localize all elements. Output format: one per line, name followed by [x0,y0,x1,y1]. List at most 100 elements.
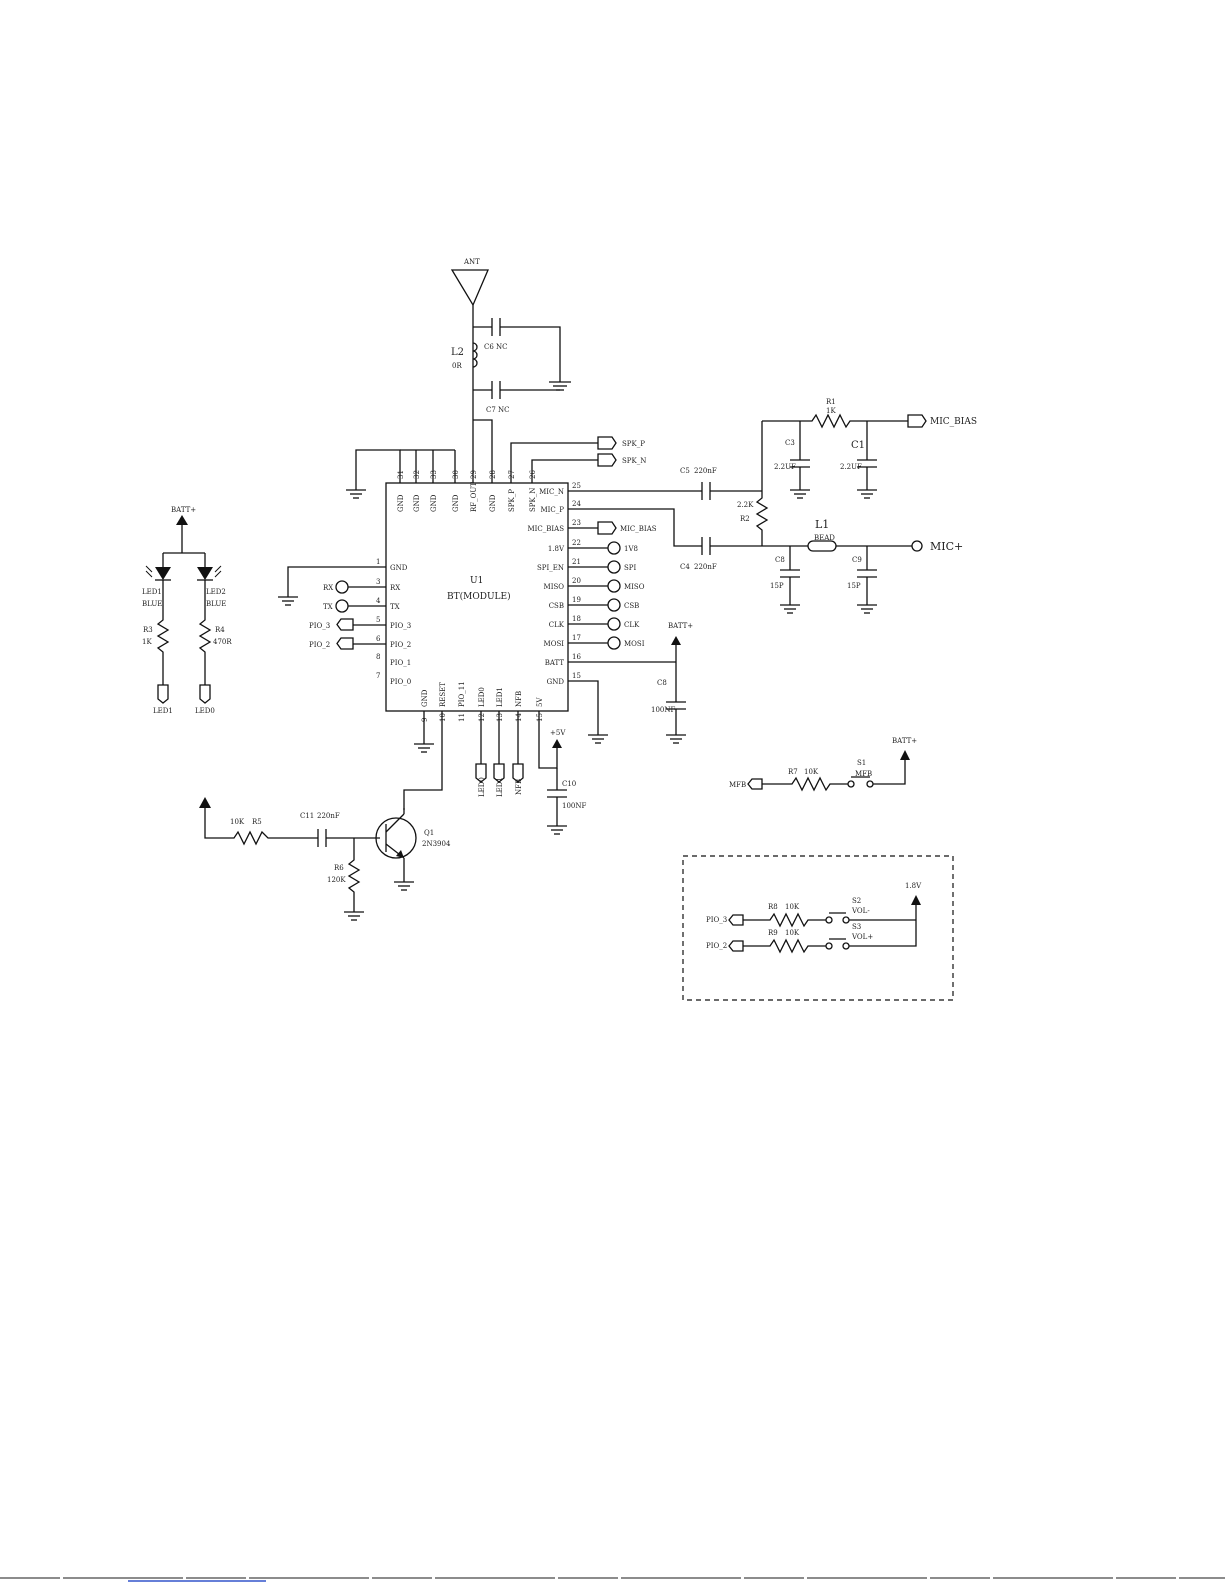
c7-label: C7 NC [486,406,510,414]
c10-value: 100NF [562,802,586,810]
c4-label: C4 [680,563,690,571]
ic-right-pin-name: MIC_N [539,488,564,496]
ic-top-pin-number: 33 [430,470,438,479]
ground-symbol [278,596,298,606]
r8-value: 10K [785,903,800,911]
batt-section: BATT+ C8 100NF [568,622,693,744]
ic-left-pin-name: PIO_1 [390,659,411,667]
r2-value: 2.2K [737,501,754,509]
ic-top-pin-number: 28 [489,470,497,479]
ic-right-pin-number: 25 [572,482,581,490]
tag-miso-label: MISO [624,583,645,591]
ic-left-pin-name: PIO_2 [390,641,411,649]
net-tag-pio2 [336,637,354,650]
switch-s1 [847,780,855,788]
mfb-tag-label: MFB [729,781,746,789]
antenna-label: ANT [463,258,480,266]
tag-1v8-label: 1V8 [624,545,638,553]
c9-value: 15P [847,582,861,590]
ic-right-pin-number: 20 [572,577,581,585]
five-v-label: +5V [550,729,566,737]
ic-top-pin-number: 26 [529,470,537,479]
transistor-input-arrow-icon [199,797,211,808]
vol-tag1-label: PIO_3 [706,916,727,924]
ic-left-pin-number: 1 [376,558,380,566]
antenna-section: ANT C6 NC L2 0R C7 NC [450,258,571,470]
c10-label: C10 [562,780,576,788]
tag-pio2-label: PIO_2 [309,641,330,649]
ic-left-pin-number: 7 [376,672,380,680]
led2-label: LED2 [206,588,226,596]
top-gnd-bus [346,449,456,499]
r5-label: R5 [252,818,262,826]
ic-bottom-pin-name: LED0 [478,687,486,707]
q1-part: 2N3904 [422,840,451,848]
tag-miso [607,579,621,593]
c5-value: 220nF [694,467,717,475]
tag-led0-label: LED0 [478,777,486,797]
spi-tags: 1V8 SPI MISO CSB CLK MOSI [607,541,645,650]
ground-symbol [666,734,686,744]
ic-bottom-pin-name: RESET [439,682,447,707]
resistor-r7 [762,776,848,792]
ground-symbol [857,604,877,614]
ic-left-pin-number: 3 [376,578,380,586]
s3-label: S3 [852,923,861,931]
bottom-connections: LED0 LED1 NFB +5V C10 100NF [403,711,586,835]
led-supply-label: BATT+ [171,506,196,514]
spk-n-label: SPK_N [622,457,646,465]
ic-part-name: BT(MODULE) [447,591,511,602]
ic-right-pin-name: SPI_EN [537,564,564,572]
ic-bottom-pin-name: GND [421,689,429,707]
ic-top-pin-name: RF_OUT [470,482,478,512]
r2-label: R2 [740,515,750,523]
ic-left-pin-name: RX [390,584,400,592]
mfb-switch-section: MFB R7 10K S1 MFB BATT+ [729,737,917,792]
ic-right-pin-name: MIC_P [541,506,565,514]
c1-value: 2.2UF [840,463,862,471]
transistor-section: 10K R5 C11 220nF R6 120K Q1 2N3904 [199,797,451,921]
r9-label: R9 [768,929,778,937]
tag-spi [607,560,621,574]
tag-clk-label: CLK [624,621,640,629]
volume-section: 1.8V PIO_3 R8 10K S2 VOL- PIO_2 R9 10K S… [682,855,954,1001]
batt-label: BATT+ [668,622,693,630]
inductor-l1 [807,540,837,552]
ic-left-pin-number: 6 [376,635,381,643]
ic-top-pin-name: GND [452,494,460,512]
ic-top-pin-name: GND [489,494,497,512]
ic-right-pin-name: MIC_BIAS [527,525,564,533]
tag-1v8 [607,541,621,555]
ground-symbol [414,743,434,753]
c8-mic-value: 15P [770,582,784,590]
mic-bias-net-label: MIC_BIAS [930,417,977,427]
resistor-r3 [156,580,170,685]
ic-right-pins: 25MIC_N24MIC_P23MIC_BIAS221.8V21SPI_EN20… [527,482,608,686]
tag-tx [335,599,349,613]
ic-top-pin-number: 30 [452,470,460,479]
ic-bottom-pin-number: 12 [478,713,486,722]
ground-symbol [394,881,414,891]
c11-label: C11 [300,812,314,820]
ic-top-pin-number: 29 [470,470,478,479]
ic-top-pin-number: 31 [397,470,405,479]
r4-label: R4 [215,626,225,634]
ic-bottom-pin-name: NFB [515,691,523,707]
ic-left-pin-name: GND [390,564,408,572]
ic-body [385,482,569,712]
tag-csb [607,598,621,612]
antenna-icon [450,269,489,307]
ic-bottom-pin-name: 5V [536,697,544,707]
s3-name: VOL+ [851,933,873,941]
led-section: BATT+ LED1 BLUE LED2 BLUE R3 1K R4 470R … [142,506,232,715]
c3-label: C3 [785,439,795,447]
ground-symbol [588,734,608,744]
ic-right-pin-name: 1.8V [548,545,565,553]
ground-symbol [780,604,800,614]
r3-label: R3 [143,626,153,634]
tag-nfb-label: NFB [515,779,523,795]
resistor-r9 [743,938,826,954]
tag-rx-label: RX [323,584,333,592]
net-tag-mic-bias [907,414,927,428]
